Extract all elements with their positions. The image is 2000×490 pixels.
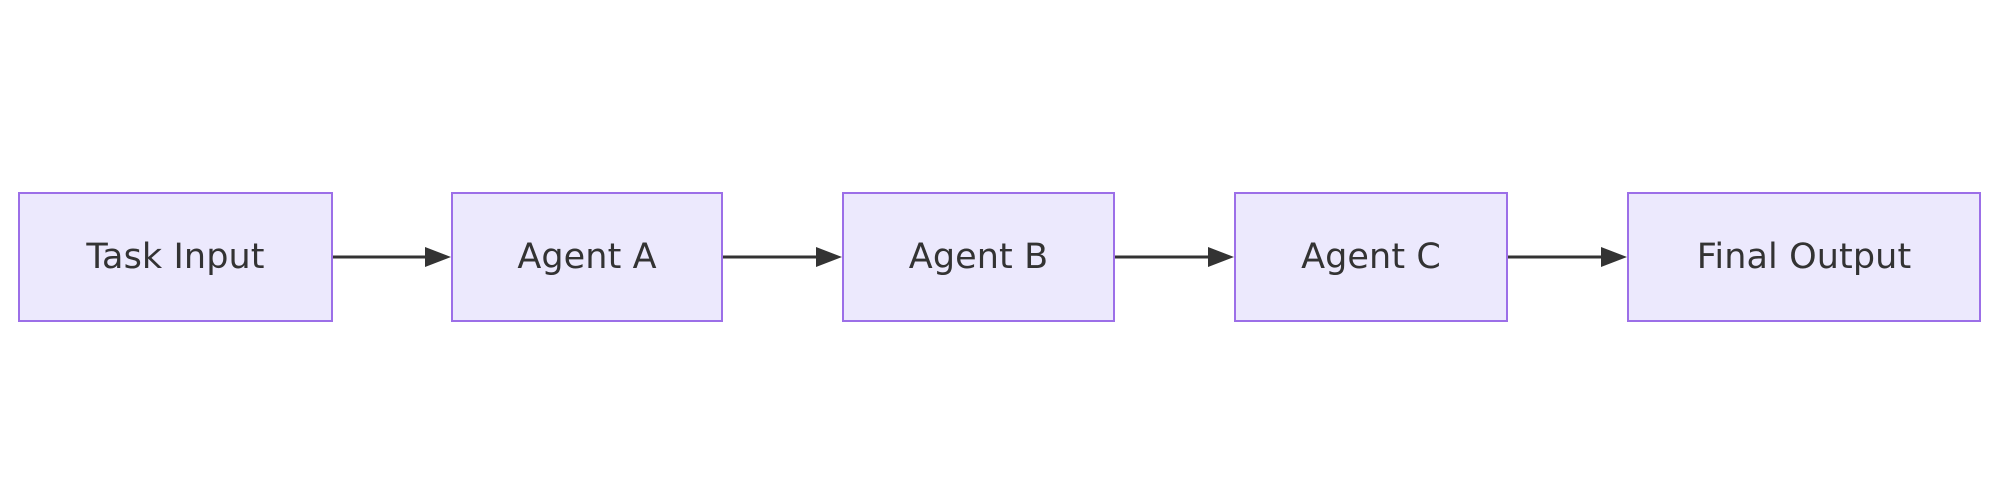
flowchart-pipeline-row: Task Input Agent A Agent B Agent C <box>0 192 2000 322</box>
flow-node-label: Agent C <box>1301 236 1441 277</box>
flow-node-label: Task Input <box>86 236 265 277</box>
arrow-head-icon <box>816 247 842 267</box>
arrow-line <box>1508 255 1601 259</box>
flow-node-agent-a[interactable]: Agent A <box>451 192 723 322</box>
flow-node-label: Agent B <box>908 236 1049 277</box>
arrow-line <box>1115 255 1208 259</box>
arrow-line <box>333 255 425 259</box>
flow-edge-agent-a-to-agent-b <box>723 192 842 322</box>
flow-edge-task-input-to-agent-a <box>333 192 451 322</box>
flow-edge-agent-c-to-final-output <box>1508 192 1627 322</box>
flow-edge-agent-b-to-agent-c <box>1115 192 1234 322</box>
flow-node-agent-b[interactable]: Agent B <box>842 192 1115 322</box>
arrow-head-icon <box>425 247 451 267</box>
flow-node-final-output[interactable]: Final Output <box>1627 192 1981 322</box>
arrow-line <box>723 255 816 259</box>
flow-node-label: Agent A <box>517 236 657 277</box>
arrow-head-icon <box>1601 247 1627 267</box>
flow-node-task-input[interactable]: Task Input <box>18 192 333 322</box>
arrow-head-icon <box>1208 247 1234 267</box>
flow-node-agent-c[interactable]: Agent C <box>1234 192 1508 322</box>
flow-node-label: Final Output <box>1696 236 1912 277</box>
